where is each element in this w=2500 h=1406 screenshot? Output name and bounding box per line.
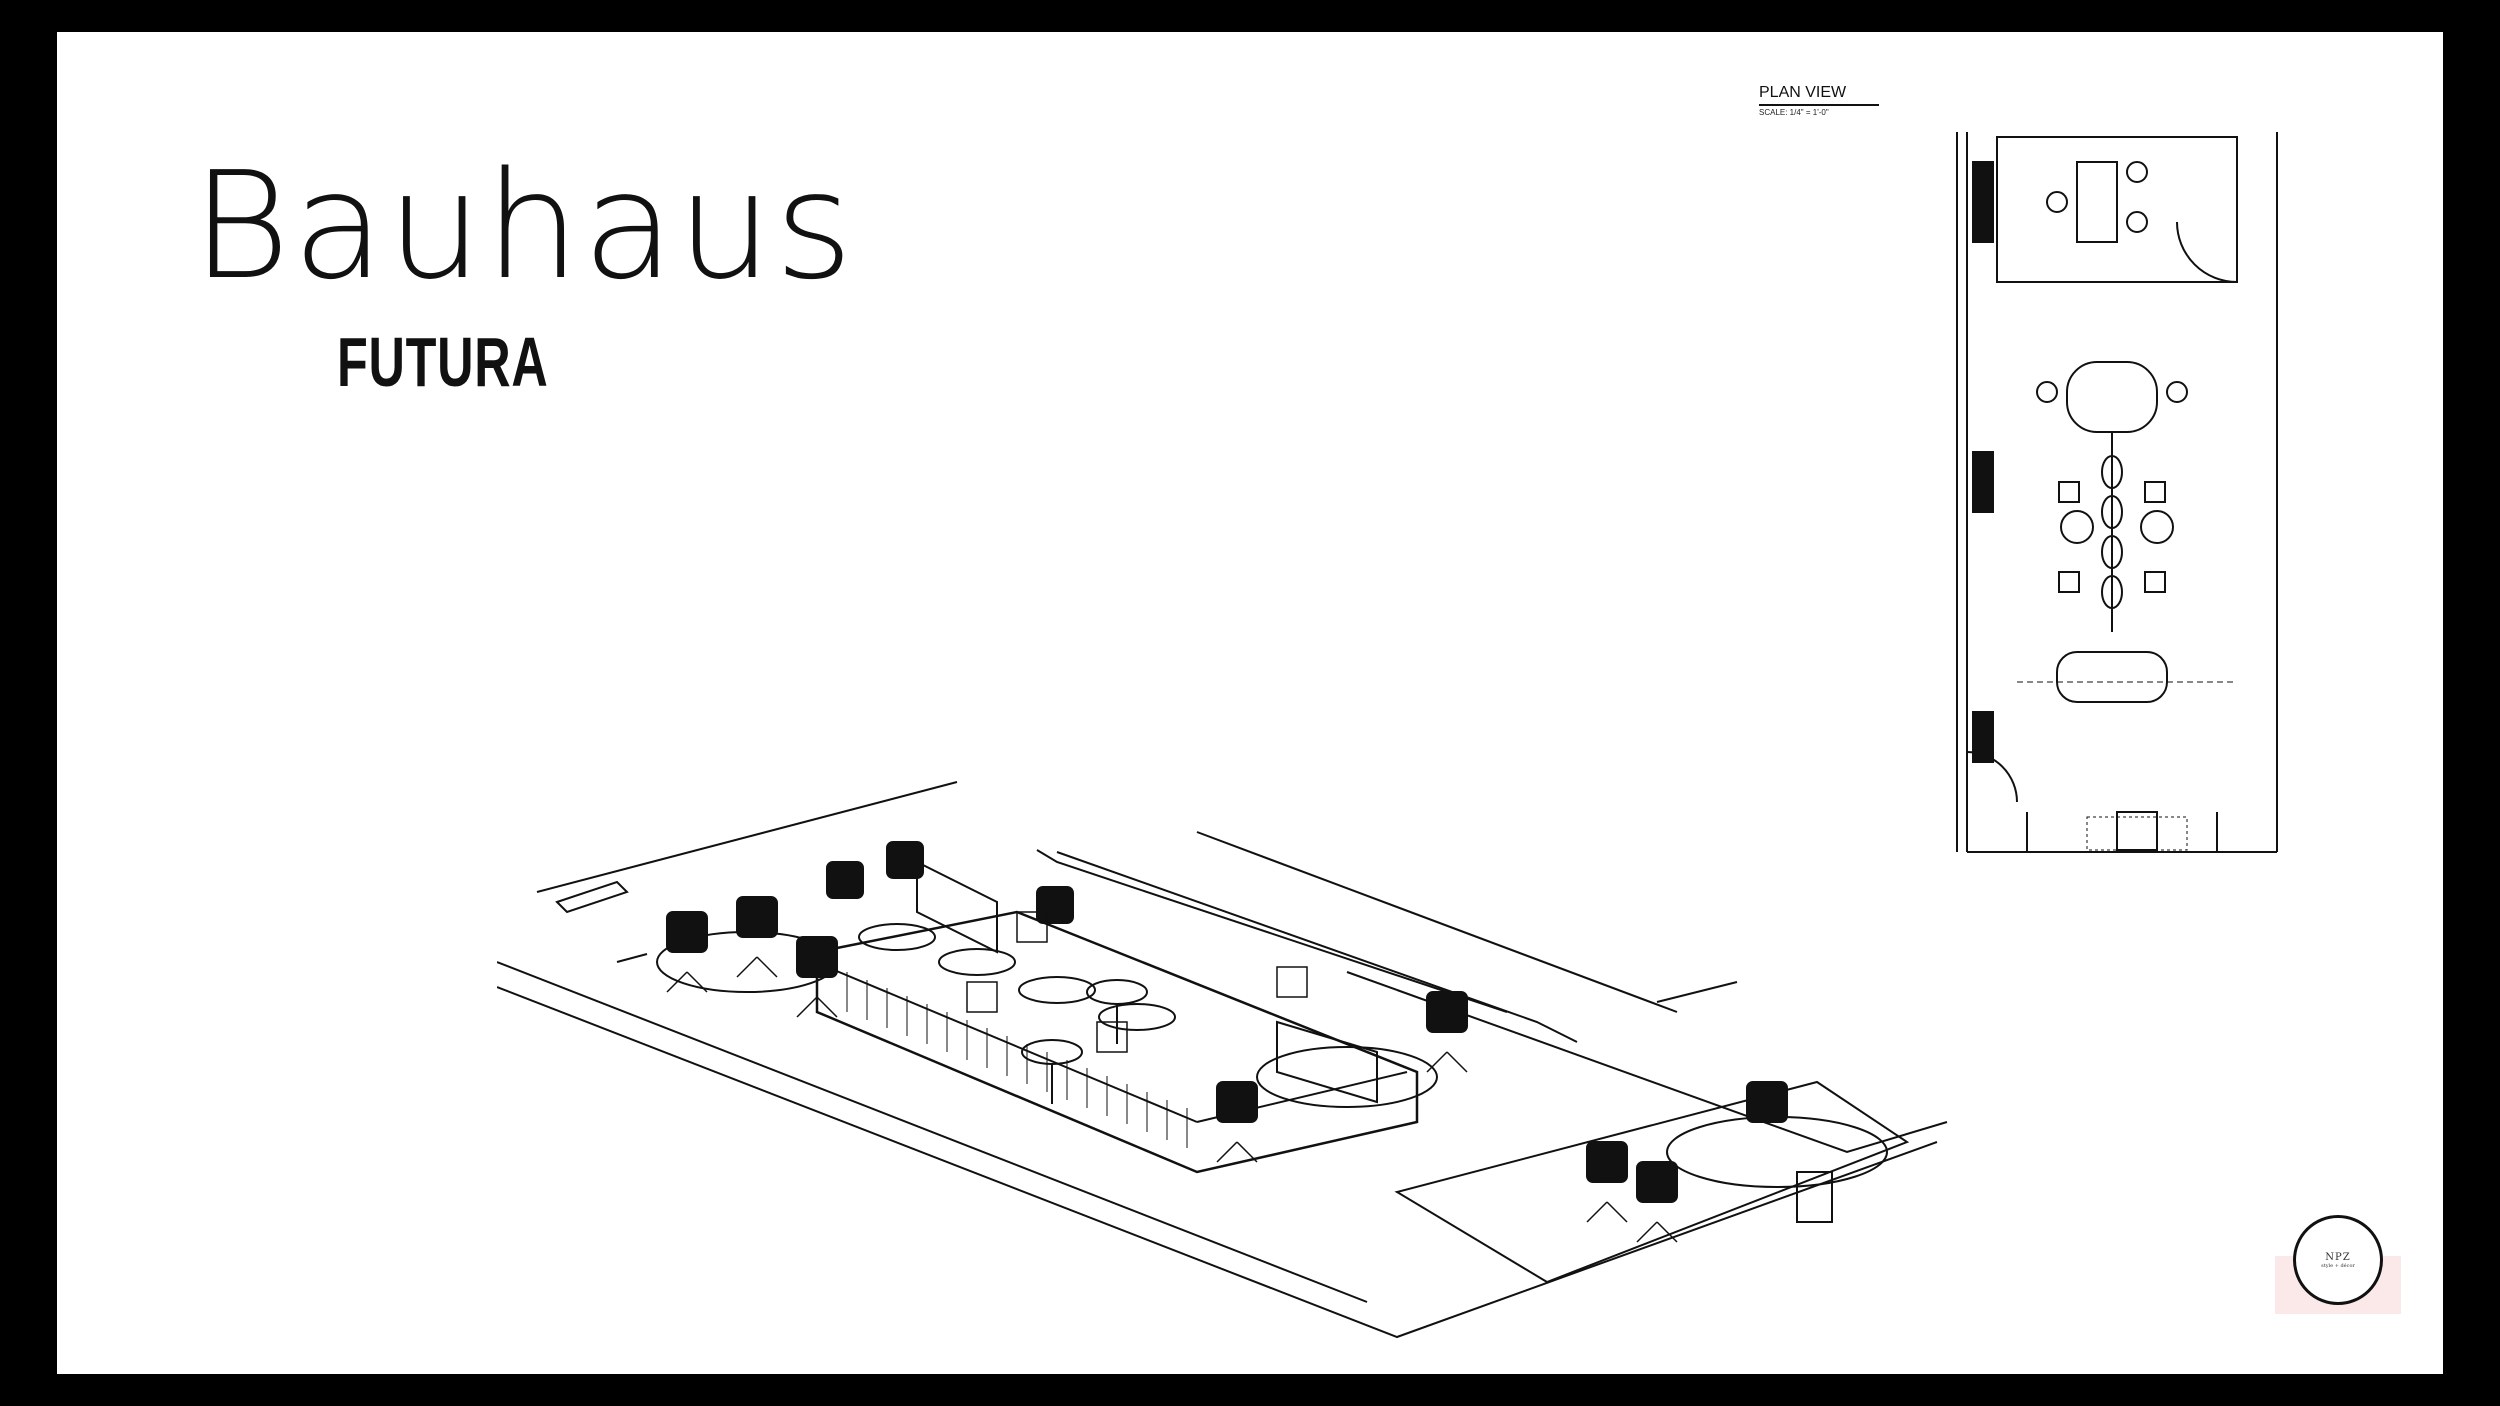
logo-tagline: style + décor: [2321, 1262, 2355, 1269]
counter-lines: [1056, 831, 1948, 1154]
chair-bases: [666, 956, 1678, 1243]
meeting-table-2: [1256, 1046, 1438, 1108]
back-wall: [1036, 849, 1508, 1013]
wire-stools: [966, 911, 1308, 1053]
title-block: Bauhaus: [191, 152, 853, 300]
brand-logo: NPZ style + décor: [2293, 1215, 2383, 1305]
isometric-office-drawing: [497, 781, 1948, 1339]
slide-subtitle: FUTURA: [337, 323, 549, 401]
file-cabinet: [1796, 1171, 1833, 1223]
floor-outline: [497, 781, 1938, 1339]
rug-area: [1394, 1080, 1910, 1284]
plan-view-scale: SCALE: 1/4" = 1'-0": [1759, 108, 1829, 117]
logo-mark: NPZ: [2325, 1251, 2351, 1263]
plan-table-top: [2066, 361, 2158, 433]
plan-view-drawing: [1956, 132, 2278, 853]
plan-walls: [1956, 132, 2278, 853]
privacy-screen-2: [1276, 1020, 1378, 1104]
slide-title: Bauhaus: [191, 140, 856, 312]
slide: Bauhaus FUTURA: [57, 32, 2443, 1374]
plan-table-bottom: [2056, 651, 2168, 703]
privacy-screen-1: [916, 860, 998, 954]
plan-view-label: PLAN VIEW: [1759, 84, 1879, 106]
office-chairs: [666, 841, 1788, 1203]
